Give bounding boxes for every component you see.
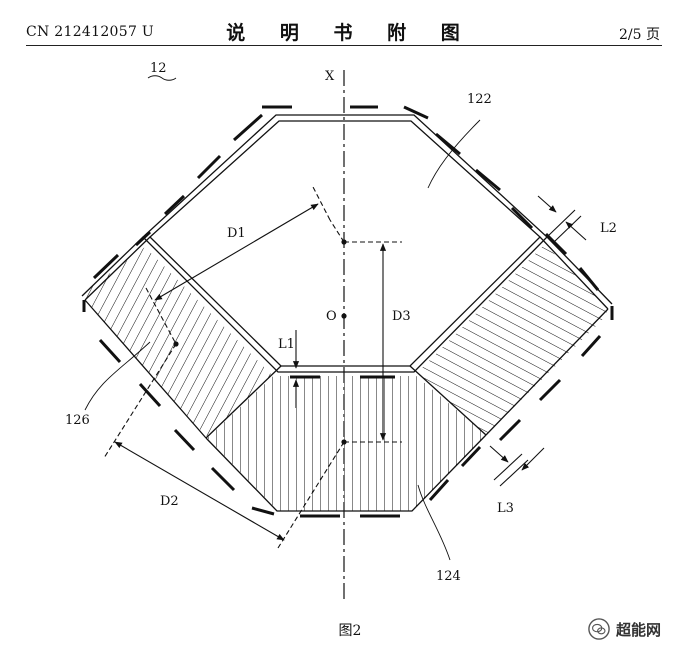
label-o: O [326,309,337,324]
left-block-126 [85,247,272,437]
label-ref-126: 126 [65,413,90,428]
section-title: 说 明 书 附 图 [226,22,474,44]
label-ref-124: 124 [436,569,461,584]
label-l2: L2 [600,221,617,236]
label-d1: D1 [227,226,246,241]
label-l1: L1 [278,337,295,352]
point-o [341,313,347,319]
label-d3: D3 [392,309,411,324]
dimension-l3 [489,445,545,487]
label-axis-x: X [325,69,335,84]
watermark-text: 超能网 [616,620,662,639]
label-ref-12: 12 [150,61,167,76]
leader-lines [84,75,481,561]
label-l3: L3 [497,501,514,516]
dimension-d2 [103,343,345,549]
wechat-icon [588,618,610,640]
watermark: 超能网 [588,618,661,640]
header-rule [26,45,662,46]
publication-number: CN 212412057 U [26,24,155,40]
page-header: CN 212412057 U 说 明 书 附 图 2/5 页 [0,0,700,46]
dimension-d1 [145,184,345,345]
dimension-d3 [344,241,402,443]
figure-caption: 图2 [338,623,362,639]
dimension-l2 [537,195,587,243]
right-block [417,244,608,434]
page-number: 2/5 页 [619,27,660,43]
label-d2: D2 [160,494,179,509]
label-ref-122: 122 [467,92,492,107]
